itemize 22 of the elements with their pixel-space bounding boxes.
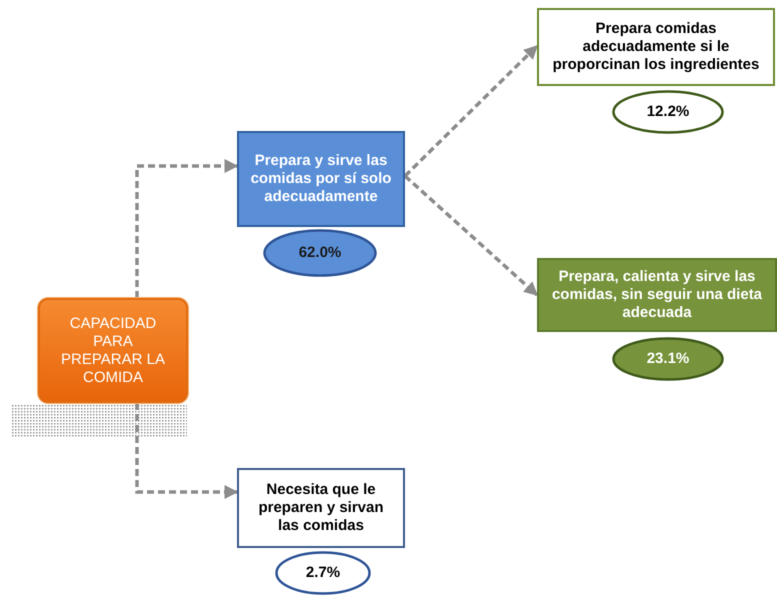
outcome-text: Prepara comidas adecuadamente si le proporcinan los ingredientes [552,20,760,74]
arrow [404,44,538,178]
arrow [404,174,538,296]
arrow [135,159,238,298]
percentage-value: 2.7% [306,564,340,582]
percentage-value: 12.2% [646,103,690,121]
percentage-ellipse [263,229,377,277]
percentage-value: 23.1% [646,350,690,368]
percentage-value: 62.0% [298,244,342,262]
arrow [135,403,238,499]
outcome-box [537,8,775,86]
outcome-text: Prepara y sirve las comidas por sí solo adecuadamente [250,152,392,206]
outcome-box [237,468,405,548]
percentage-ellipse [612,337,724,381]
category-box [38,298,188,403]
outcome-text: Necesita que le preparen y sirvan las comidas [257,481,385,535]
percentage-ellipse [275,551,371,595]
outcome-text: CAPACIDAD PARA PREPARAR LA COMIDA [60,314,166,386]
percentage-ellipse [612,90,724,134]
outcome-box [237,131,405,227]
outcome-text: Prepara, calienta y sirve las comidas, sin seguir una dieta adecuada [550,268,764,322]
outcome-box [537,258,777,332]
